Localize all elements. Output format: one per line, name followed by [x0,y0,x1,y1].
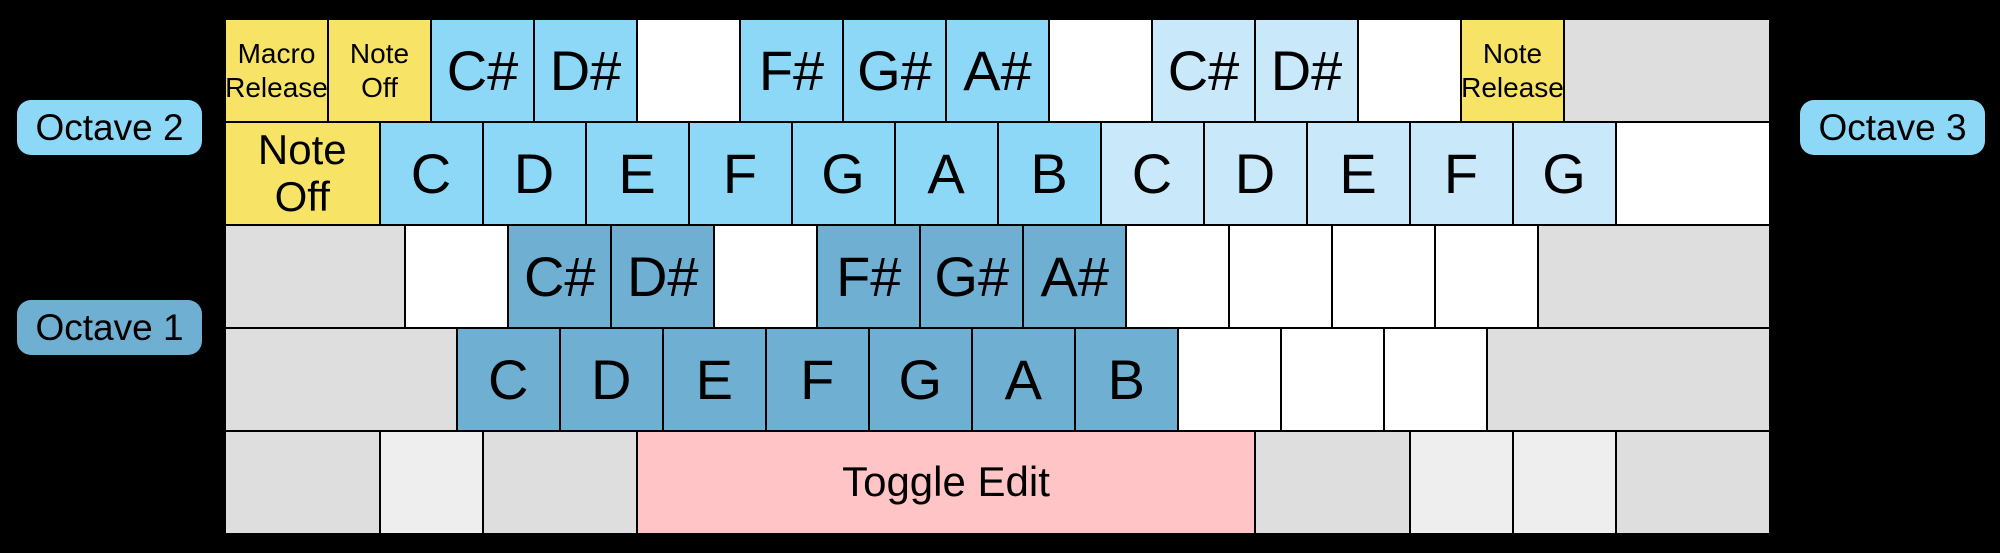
key-c-e-oct1: E [662,328,766,431]
bottom-row: Toggle Edit [225,431,1770,534]
key-0-dsharp-oct3: D# [1255,19,1358,122]
key-backspace [1564,19,1770,122]
octave-3-label: Octave 3 [1800,100,1985,155]
key-q-c-oct2: C [379,122,483,225]
key-6-gsharp-oct2: G# [843,19,946,122]
key-3-dsharp-oct2: D# [534,19,637,122]
key-left-win [379,431,483,534]
key-4-unmapped [637,19,740,122]
key-lbracket-f-oct3: F [1409,122,1513,225]
key-s-csharp-oct1: C# [508,225,612,328]
key-g-fsharp-oct1: F# [817,225,921,328]
key-2-csharp-oct2: C# [431,19,534,122]
key-e-e-oct2: E [585,122,689,225]
key-tab-note-off: Note Off [225,122,380,225]
key-w-d-oct2: D [482,122,586,225]
key-backslash-unmapped [1615,122,1770,225]
key-m-b-oct1: B [1074,328,1178,431]
key-equals-note-release: Note Release [1461,19,1564,122]
key-minus-unmapped [1358,19,1461,122]
key-u-b-oct2: B [997,122,1101,225]
key-7-asharp-oct2: A# [946,19,1049,122]
key-k-unmapped [1126,225,1230,328]
key-1-note-off: Note Off [328,19,431,122]
key-quote-unmapped [1435,225,1539,328]
octave-1-label: Octave 1 [17,300,202,355]
key-rbracket-g-oct3: G [1512,122,1616,225]
key-9-csharp-oct3: C# [1152,19,1255,122]
key-a-unmapped [405,225,509,328]
key-j-asharp-oct1: A# [1023,225,1127,328]
key-y-a-oct2: A [894,122,998,225]
key-i-c-oct3: C [1100,122,1204,225]
key-right-ctrl [1615,431,1770,534]
key-left-alt [482,431,637,534]
key-t-g-oct2: G [791,122,895,225]
key-space-toggle-edit: Toggle Edit [637,431,1255,534]
key-l-unmapped [1229,225,1333,328]
key-semicolon-unmapped [1332,225,1436,328]
octave-2-label: Octave 2 [17,100,202,155]
key-h-gsharp-oct1: G# [920,225,1024,328]
key-p-e-oct3: E [1306,122,1410,225]
key-right-win [1409,431,1513,534]
key-slash-unmapped [1383,328,1487,431]
key-v-f-oct1: F [765,328,869,431]
key-d-dsharp-oct1: D# [611,225,715,328]
key-left-ctrl [225,431,380,534]
key-right-shift [1486,328,1770,431]
key-left-shift [225,328,457,431]
key-n-a-oct1: A [971,328,1075,431]
key-r-f-oct2: F [688,122,792,225]
key-caps-lock [225,225,406,328]
key-x-d-oct1: D [559,328,663,431]
key-menu [1512,431,1616,534]
key-backtick-macro-release: Macro Release [225,19,328,122]
key-z-c-oct1: C [456,328,560,431]
key-8-unmapped [1049,19,1152,122]
key-period-unmapped [1280,328,1384,431]
key-comma-unmapped [1177,328,1281,431]
key-b-g-oct1: G [868,328,972,431]
key-o-d-oct3: D [1203,122,1307,225]
key-enter [1538,225,1770,328]
key-right-alt [1255,431,1410,534]
home-row: C#D# F#G#A# [225,225,1770,328]
key-f-unmapped [714,225,818,328]
key-5-fsharp-oct2: F# [740,19,843,122]
